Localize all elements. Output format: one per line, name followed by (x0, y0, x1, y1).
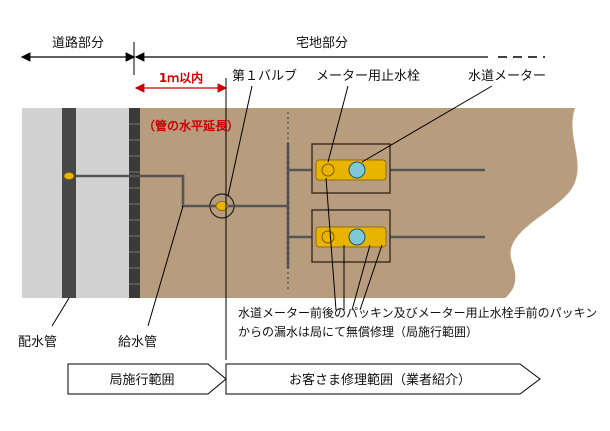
meter-box-lower (311, 209, 391, 263)
customer-scope-arrow: お客さま修理範囲（業者紹介） (225, 363, 541, 395)
residential-section-label: 宅地部分 (296, 36, 348, 51)
residential-ground (135, 108, 578, 298)
bureau-scope-label: 局施行範囲 (109, 373, 174, 388)
horizontal-extension-note: （管の水平延長） (143, 118, 239, 133)
service-pipe (76, 143, 485, 268)
packing-leaders (325, 177, 383, 311)
section-dimension: 道路部分 宅地部分 (20, 35, 545, 75)
customer-scope-label: お客さま修理範囲（業者紹介） (289, 372, 471, 388)
water-meter-label: 水道メーター (468, 69, 546, 84)
distribution-main-leader (51, 297, 70, 327)
meter-stop-valve-leader (327, 85, 349, 163)
one-meter-label: 1ｍ以内 (159, 70, 203, 85)
meter-box-upper (311, 143, 391, 194)
meter-stop-valve-label: メーター用止水栓 (316, 69, 420, 84)
meter-stop-valve-icon (321, 163, 335, 177)
boundary-wall (129, 108, 140, 298)
service-pipe-leader (147, 205, 184, 327)
one-meter-dimension: 1ｍ以内 （管の水平延長） (134, 70, 239, 133)
first-valve-label: 第１バルブ (232, 68, 297, 84)
distribution-main-pipe (62, 108, 76, 298)
first-valve-icon (209, 193, 235, 219)
bureau-scope-arrow: 局施行範囲 (67, 363, 227, 395)
first-valve-leader (227, 85, 253, 197)
service-pipe-label: 給水管 (118, 335, 157, 350)
water-meter-icon (348, 228, 366, 246)
road-area (22, 108, 135, 298)
water-meter-leader (361, 85, 493, 163)
repair-note-line1: 水道メーター前後のパッキン及びメーター用止水栓手前のパッキン (238, 305, 597, 320)
water-meter-icon (348, 161, 366, 179)
saddle-tap-icon (63, 172, 75, 180)
repair-note-line2: からの漏水は局にて無償修理（局施行範囲） (238, 324, 478, 339)
meter-stop-valve-icon (321, 230, 335, 244)
road-section-label: 道路部分 (52, 35, 104, 51)
distribution-main-label: 配水管 (18, 335, 57, 350)
